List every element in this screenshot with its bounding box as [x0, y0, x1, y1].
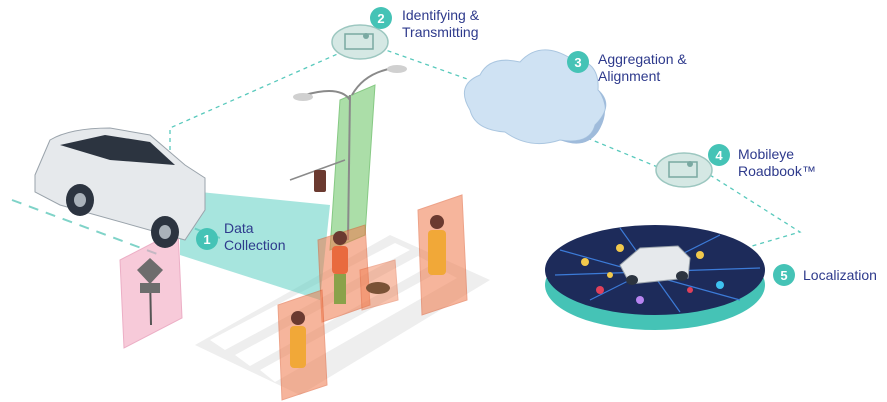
- localization-map-disc: [545, 225, 765, 330]
- step-5-badge: 5: [773, 264, 795, 286]
- step-3-line1: Aggregation &: [598, 51, 687, 67]
- cloud-icon: [463, 49, 607, 145]
- step-3-line2: Alignment: [598, 68, 661, 84]
- step-1-line1: Data: [224, 220, 254, 236]
- step-3-label: Aggregation & Alignment: [598, 51, 687, 85]
- step-2-badge: 2: [370, 7, 392, 29]
- step-5-label: Localization: [803, 267, 877, 284]
- traffic-sign-icon: [140, 283, 160, 293]
- step-5-line1: Localization: [803, 267, 877, 283]
- traffic-sign-detection: [119, 229, 183, 349]
- step-1-label: Data Collection: [224, 220, 285, 254]
- step-3-badge: 3: [567, 51, 589, 73]
- step-2-line2: Transmitting: [402, 24, 479, 40]
- step-4-label: Mobileye Roadbook™: [738, 146, 816, 180]
- step-1-badge: 1: [196, 228, 218, 250]
- connector-lines: [169, 47, 802, 249]
- camera-field-of-view: [180, 190, 330, 300]
- pedestrian-detections: [277, 194, 468, 401]
- step-4-line1: Mobileye: [738, 146, 795, 162]
- map-pin-icon: [331, 24, 713, 188]
- street-lamp-detection: [289, 65, 407, 251]
- step-2-line1: Identifying &: [402, 7, 480, 23]
- car-illustration: [34, 127, 206, 248]
- step-4-badge: 4: [708, 144, 730, 166]
- step-2-label: Identifying & Transmitting: [402, 7, 479, 41]
- road-lane-lines: [11, 177, 221, 256]
- step-1-line2: Collection: [224, 237, 286, 253]
- step-4-line2: Roadbook™: [738, 163, 816, 179]
